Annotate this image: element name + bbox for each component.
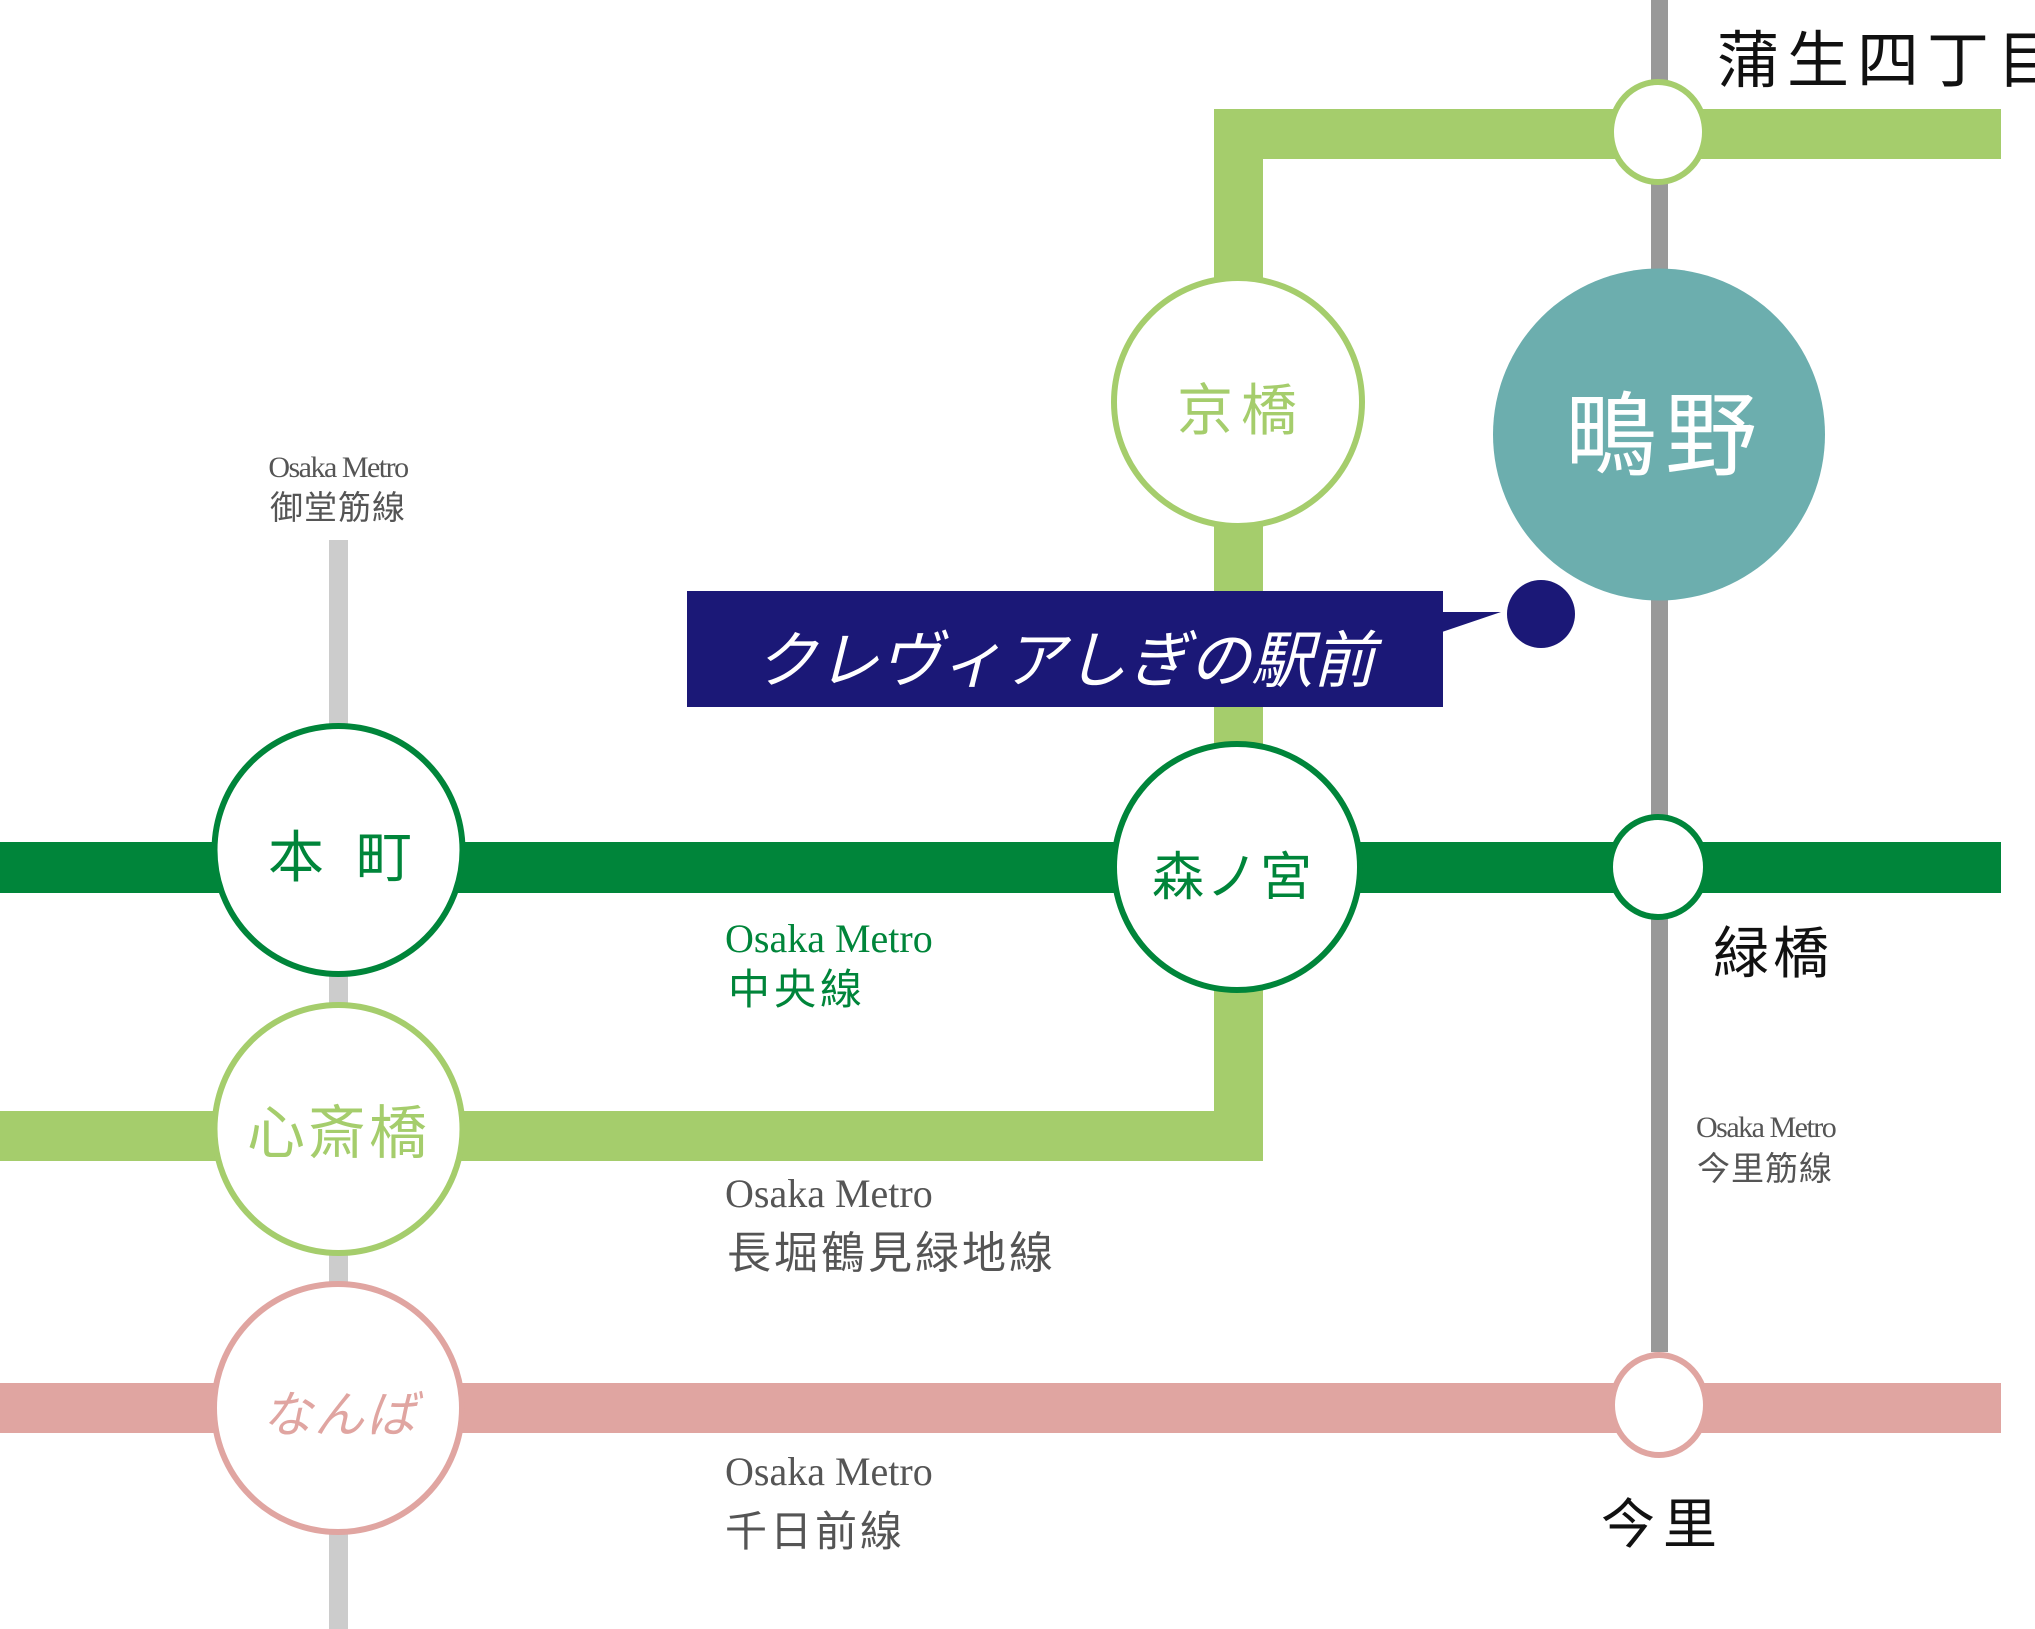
station-marker-midoribashi bbox=[1607, 814, 1709, 920]
station-name-shinsaibashi: 心斎橋 bbox=[247, 1101, 430, 1166]
property-callout-box bbox=[687, 591, 1443, 707]
station-marker-honmachi bbox=[211, 723, 466, 977]
line-label-imazatosuji-operator: Osaka Metro bbox=[1696, 1111, 1836, 1144]
property-location-pin-icon bbox=[1507, 580, 1575, 648]
line-label-nagahori-tsurumi-ryokuchi: Osaka Metro 長堀鶴見緑地線 bbox=[725, 1171, 1056, 1278]
line-label-nagahori-operator: Osaka Metro bbox=[725, 1171, 933, 1216]
line-label-midosuji: Osaka Metro 御堂筋線 bbox=[268, 451, 409, 527]
nagahori-line-bottom-segment bbox=[0, 1111, 1263, 1161]
station-name-shigino: 鴫野 bbox=[1565, 386, 1765, 488]
line-label-chuo: Osaka Metro 中央線 bbox=[725, 916, 933, 1014]
line-label-chuo-name: 中央線 bbox=[728, 968, 866, 1014]
line-label-sennichimae: Osaka Metro 千日前線 bbox=[725, 1449, 933, 1556]
station-marker-morinomiya bbox=[1111, 741, 1363, 993]
station-name-gamo-yonchome: 蒲生四丁目 bbox=[1717, 28, 2035, 96]
station-name-morinomiya: 森ノ宮 bbox=[1152, 850, 1314, 907]
station-marker-imazato bbox=[1609, 1352, 1709, 1458]
property-callout-pointer bbox=[1442, 612, 1501, 632]
nagahori-line-top-segment bbox=[1214, 109, 2001, 159]
property-callout-label: クレヴィアしぎの駅前 bbox=[755, 628, 1383, 696]
station-name-honmachi: 本町 bbox=[268, 828, 444, 890]
station-name-midoribashi: 緑橋 bbox=[1713, 924, 1833, 986]
station-marker-namba bbox=[211, 1281, 465, 1535]
line-label-sennichimae-name: 千日前線 bbox=[725, 1510, 905, 1556]
station-name-kyobashi: 京橋 bbox=[1177, 381, 1305, 443]
line-label-imazatosuji-name: 今里筋線 bbox=[1697, 1151, 1833, 1188]
line-label-midosuji-operator: Osaka Metro bbox=[268, 451, 408, 484]
line-label-nagahori-name: 長堀鶴見緑地線 bbox=[727, 1229, 1056, 1278]
station-marker-shinsaibashi bbox=[211, 1002, 466, 1256]
property-callout: クレヴィアしぎの駅前 bbox=[687, 580, 1575, 707]
station-marker-kyobashi bbox=[1111, 275, 1365, 529]
station-name-namba: なんば bbox=[262, 1387, 424, 1443]
station-marker-gamo-yonchome bbox=[1608, 79, 1708, 185]
line-label-chuo-operator: Osaka Metro bbox=[725, 916, 933, 961]
line-label-midosuji-name: 御堂筋線 bbox=[270, 490, 406, 527]
imazatosuji-line bbox=[1651, 0, 1668, 1352]
station-marker-shigino bbox=[1493, 268, 1825, 601]
line-label-imazatosuji: Osaka Metro 今里筋線 bbox=[1696, 1111, 1837, 1188]
station-name-imazato: 今里 bbox=[1601, 1495, 1725, 1555]
line-label-sennichimae-operator: Osaka Metro bbox=[725, 1449, 933, 1494]
